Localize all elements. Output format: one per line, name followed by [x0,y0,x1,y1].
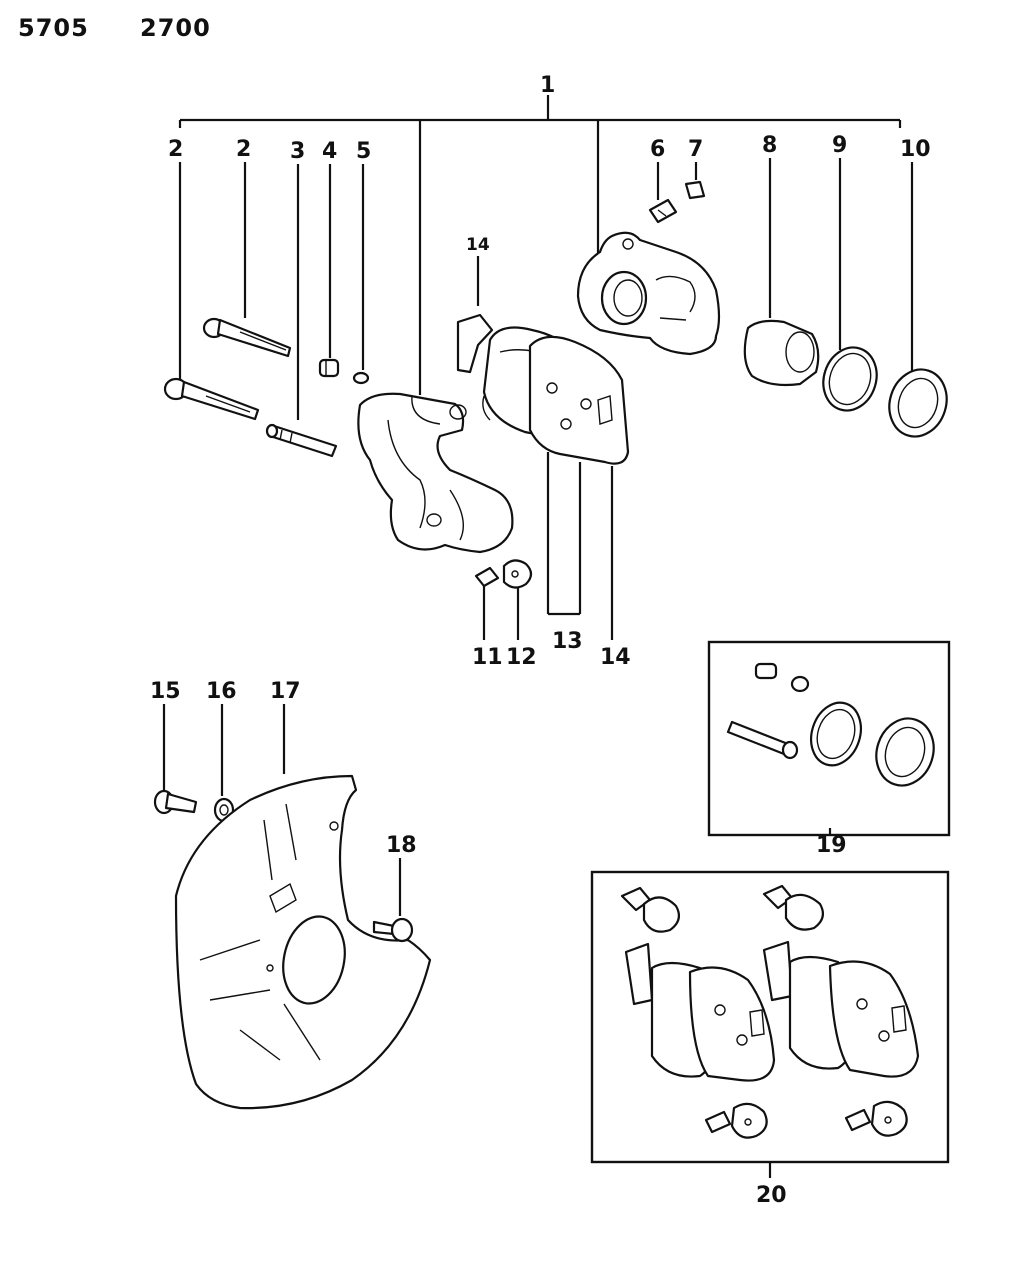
guide-pin [265,423,338,458]
dust-shield-bolt-18 [372,917,414,943]
piston-boot [888,368,948,438]
callout-9: 9 [832,133,847,158]
callout-2-a: 2 [168,137,183,162]
seal-kit-contents [726,662,935,787]
assembly-bracket [178,95,902,395]
callout-13: 13 [552,629,583,654]
callout-16: 16 [206,679,237,704]
callout-14-b: 14 [600,645,631,670]
callout-11: 11 [472,645,503,670]
callout-4: 4 [322,139,337,164]
callout-3: 3 [290,139,305,164]
piston-seal [822,346,878,412]
diagram-code-left: 5705 [18,14,89,42]
callout-14-a: 14 [466,235,490,255]
leader-lines-top [178,158,914,420]
callout-2-b: 2 [236,137,251,162]
callout-19: 19 [816,833,847,858]
diagram-code-right: 2700 [140,14,211,42]
pad-kit-clips [704,1100,908,1139]
anti-squeal-shim-clips [474,559,533,589]
callout-10: 10 [900,137,931,162]
caliper-piston [743,319,820,387]
bleeder-screw [648,198,678,224]
callout-15: 15 [150,679,181,704]
brake-pad-set [456,313,630,465]
callout-6: 6 [650,137,665,162]
caliper-body [576,231,721,356]
bleeder-cap [684,180,706,200]
pad-kit-left-pads [620,886,776,1082]
pad-kit-right-pads [762,884,920,1078]
pin-boot [318,358,340,378]
leader-lines-lower-left [162,704,402,916]
caliper-support-bracket [357,392,514,554]
callout-1: 1 [540,73,555,98]
pin-ring [352,371,370,385]
callout-20: 20 [756,1183,787,1208]
callout-5: 5 [356,139,371,164]
callout-7: 7 [688,137,703,162]
callout-17: 17 [270,679,301,704]
guide-pin-bolt-upper [202,317,292,358]
callout-12: 12 [506,645,537,670]
leader-lines-pads [482,452,614,640]
guide-pin-bolt-lower [163,377,260,421]
callout-8: 8 [762,133,777,158]
dust-shield [174,774,432,1110]
callout-18: 18 [386,833,417,858]
dust-shield-bolt [153,789,198,815]
